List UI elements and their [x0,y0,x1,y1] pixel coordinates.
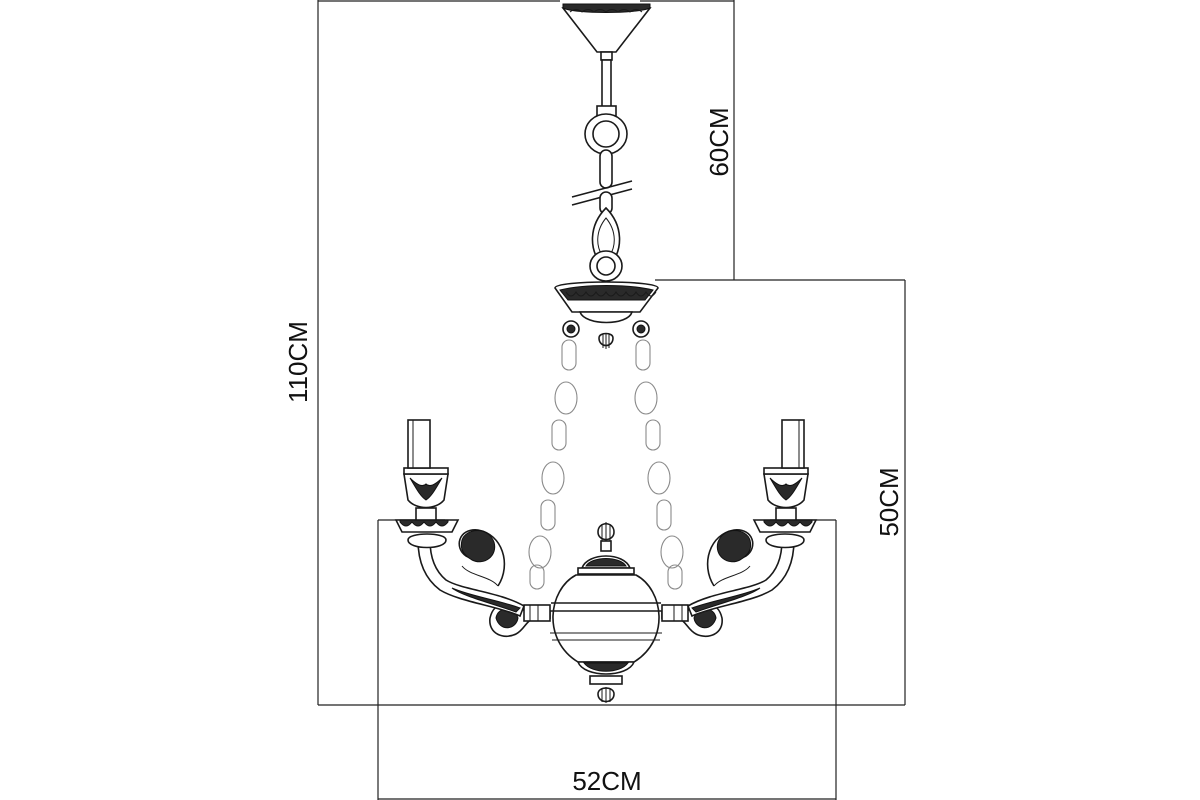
central-body [550,522,662,703]
left-arm [394,419,551,638]
total-height-label: 110CM [283,321,313,403]
body-height-label: 50CM [874,467,904,536]
decorative-chains [528,339,684,590]
upper-crown [554,281,659,349]
width-label: 52CM [572,766,641,796]
right-arm [661,419,818,638]
chain-length-label: 60CM [704,107,734,176]
ceiling-canopy [561,3,652,61]
suspension-chain [571,59,633,282]
